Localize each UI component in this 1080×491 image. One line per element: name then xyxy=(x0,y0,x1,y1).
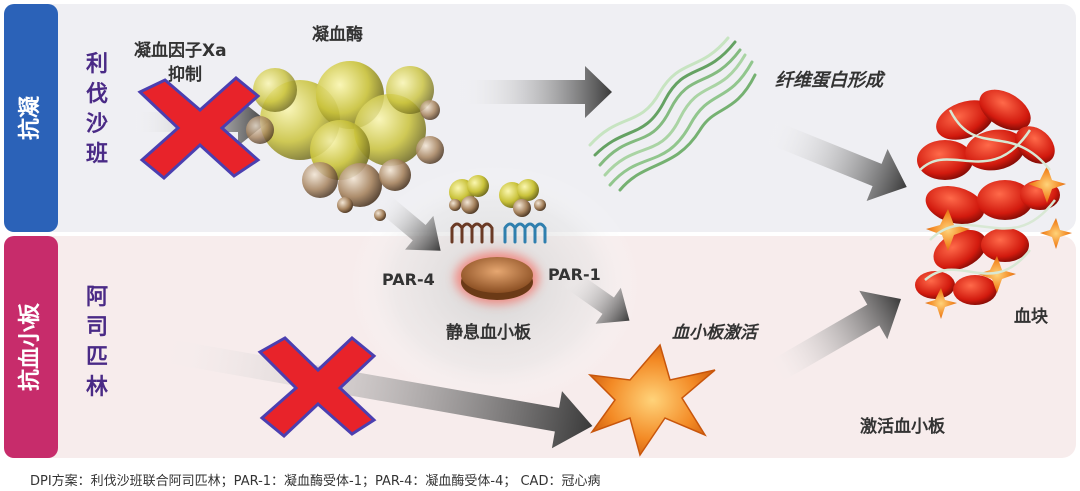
anticoag-band xyxy=(4,4,1076,232)
resting-platelet xyxy=(455,252,539,304)
par-receptors xyxy=(450,222,547,244)
antiplatelet-tab xyxy=(4,236,58,458)
drug-char: 匹 xyxy=(85,345,108,370)
label-clot: 血块 xyxy=(1014,307,1048,327)
drug-char: 沙 xyxy=(85,112,108,137)
drug-char: 林 xyxy=(85,375,108,400)
label-par4: PAR-4 xyxy=(382,270,435,289)
inhibit-x-rivaroxaban xyxy=(137,76,261,180)
fibrin-strands xyxy=(588,36,757,192)
label-fibrin-formation: 纤维蛋白形成 xyxy=(775,70,883,91)
label-resting-platelet: 静息血小板 xyxy=(446,323,531,343)
receptor-thrombin-clusters xyxy=(449,175,546,217)
arrow-activated-to-clot xyxy=(763,290,902,386)
anticoag-tab xyxy=(4,4,58,232)
drug-char: 司 xyxy=(85,315,108,340)
label-platelet-activation: 血小板激活 xyxy=(672,323,757,343)
inhibit-x-aspirin xyxy=(257,336,377,438)
arrow-par1 xyxy=(561,268,630,324)
arrow-aspirin xyxy=(141,334,593,449)
arrow-to-fibrin xyxy=(455,66,612,118)
drug-char: 利 xyxy=(85,52,108,77)
drug-rivaroxaban: 利 伐 沙 班 xyxy=(82,50,112,170)
label-fxa-line1: 凝血因子Xa xyxy=(134,41,227,61)
label-par1: PAR-1 xyxy=(548,265,601,284)
anticoag-tab-label: 抗凝 xyxy=(18,96,43,141)
label-activated-platelet: 激活血小板 xyxy=(860,417,945,437)
drug-char: 伐 xyxy=(85,82,108,107)
drug-aspirin: 阿 司 匹 林 xyxy=(82,283,112,403)
thrombin-cluster xyxy=(246,61,444,221)
label-thrombin: 凝血酶 xyxy=(312,25,363,45)
footnote: DPI方案：利伐沙班联合阿司匹林；PAR-1：凝血酶受体-1；PAR-4：凝血酶… xyxy=(30,474,601,489)
arrow-to-clot xyxy=(763,119,907,201)
drug-char: 阿 xyxy=(85,285,108,310)
antiplatelet-tab-label: 抗血小板 xyxy=(18,303,43,392)
activated-platelet xyxy=(587,343,716,457)
blood-clot xyxy=(915,89,1072,319)
arrow-thrombin-to-platelet xyxy=(372,191,441,251)
label-fxa-line2: 抑制 xyxy=(168,65,202,85)
drug-char: 班 xyxy=(85,142,108,167)
